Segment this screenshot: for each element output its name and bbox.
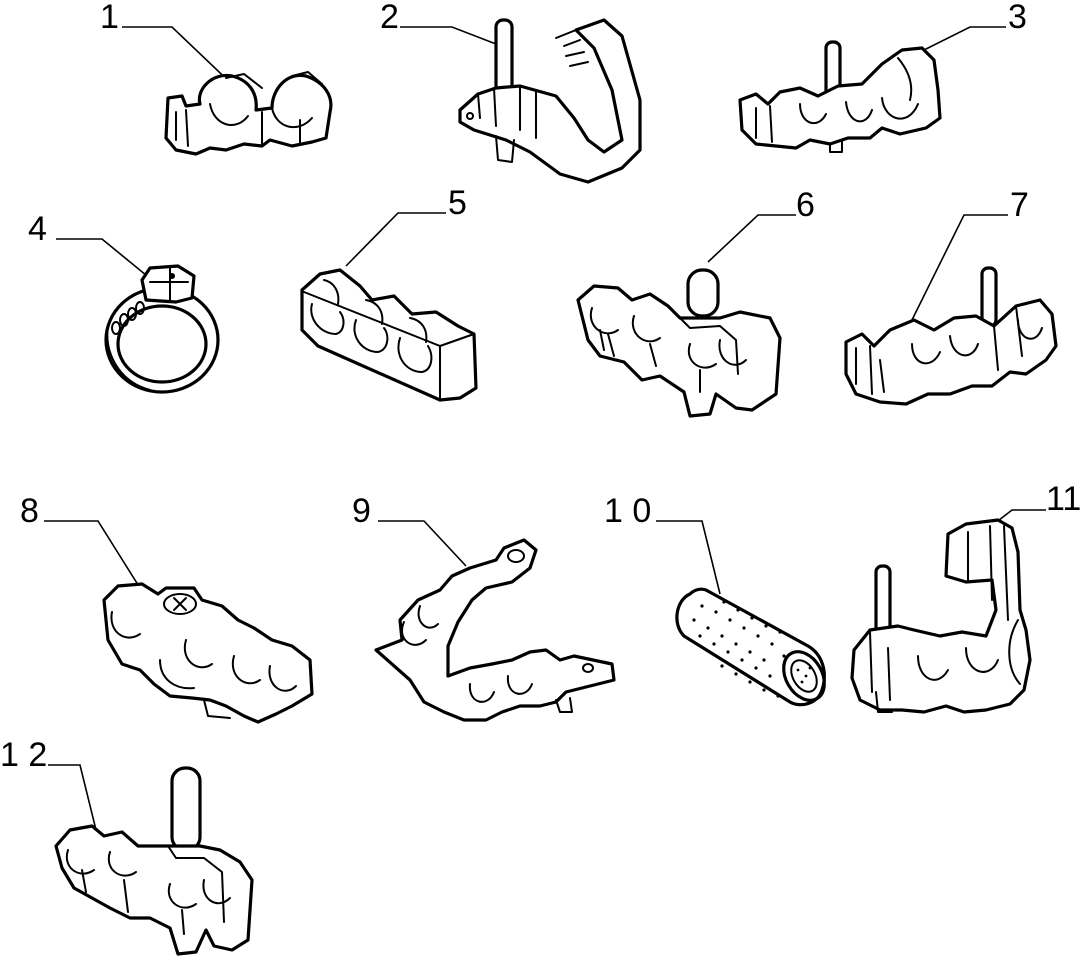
hook-clip-with-stud-icon [850,518,1032,714]
part-12: 1 2 [0,736,254,956]
ring-hose-clamp-icon [104,264,220,394]
part-6: 6 [576,186,815,418]
bracket-clip-with-stud-icon [458,18,642,184]
part-5: 5 [300,184,478,402]
callout-label-3: 3 [1008,0,1027,36]
leader-line-10 [656,520,721,595]
callout-label-5: 5 [448,184,467,222]
leader-line-2 [400,26,497,45]
quad-clip-with-screw-icon [102,582,314,724]
callout-label-4: 4 [28,210,47,248]
triple-pipe-holder-block-icon [300,268,478,402]
part-9: 9 [352,492,616,722]
leader-line-7 [907,214,1008,329]
part-4: 4 [28,210,220,394]
callout-label-12: 1 2 [0,736,47,774]
leader-line-9 [378,520,467,567]
leader-line-1 [122,26,239,91]
perforated-sleeve-icon [675,587,826,707]
callout-label-10: 1 0 [604,492,651,530]
callout-label-9: 9 [352,492,371,530]
part-1: 1 [100,0,333,156]
twin-pipe-clip-icon [164,71,333,156]
leader-line-6 [707,214,796,263]
callout-label-11: 11 [1046,480,1080,518]
triple-clip-with-stud-icon [738,40,942,153]
quad-clip-with-stud-icon [576,268,782,418]
callout-label-8: 8 [20,492,39,530]
callout-label-1: 1 [100,0,119,36]
quad-clip-with-long-stud-icon [54,766,254,956]
callout-label-2: 2 [380,0,399,36]
part-2: 2 [380,0,642,184]
callout-label-6: 6 [796,186,815,224]
leader-line-5 [345,212,446,267]
leader-line-12 [48,764,99,839]
leader-line-8 [44,520,141,589]
part-8: 8 [20,492,314,724]
leader-line-3 [923,26,1006,51]
part-10: 1 0 [604,492,826,707]
part-11: 11 [850,480,1080,714]
part-3: 3 [738,0,1027,153]
curved-clip-with-tab-icon [374,538,616,722]
triple-clip-with-pin-icon [844,266,1058,406]
part-7: 7 [844,186,1058,406]
callout-label-7: 7 [1010,186,1029,224]
leader-line-4 [56,238,153,281]
